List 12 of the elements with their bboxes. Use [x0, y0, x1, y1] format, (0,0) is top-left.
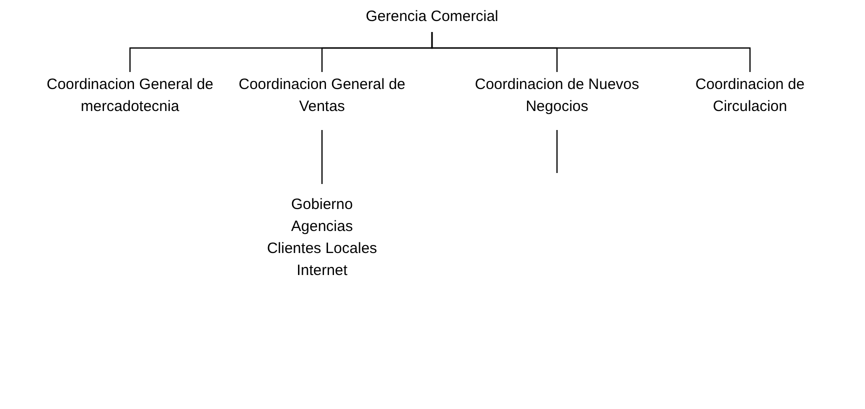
node-label: Gobierno [290, 195, 354, 215]
node-label: Coordinacion General de mercadotecnia [46, 75, 214, 117]
connector-line [321, 129, 323, 184]
node-label: Agencias [290, 217, 354, 237]
node-label: Coordinacion General de Ventas [238, 75, 406, 117]
node-label: Clientes Locales [266, 239, 378, 259]
node-label: Coordinacion de Nuevos Negocios [474, 75, 640, 117]
node-label: Internet [296, 261, 348, 281]
node-label: Gerencia Comercial [364, 7, 500, 27]
connector-line [431, 32, 751, 72]
connector-line [556, 129, 558, 173]
node-label: Coordinacion de Circulacion [694, 75, 806, 117]
